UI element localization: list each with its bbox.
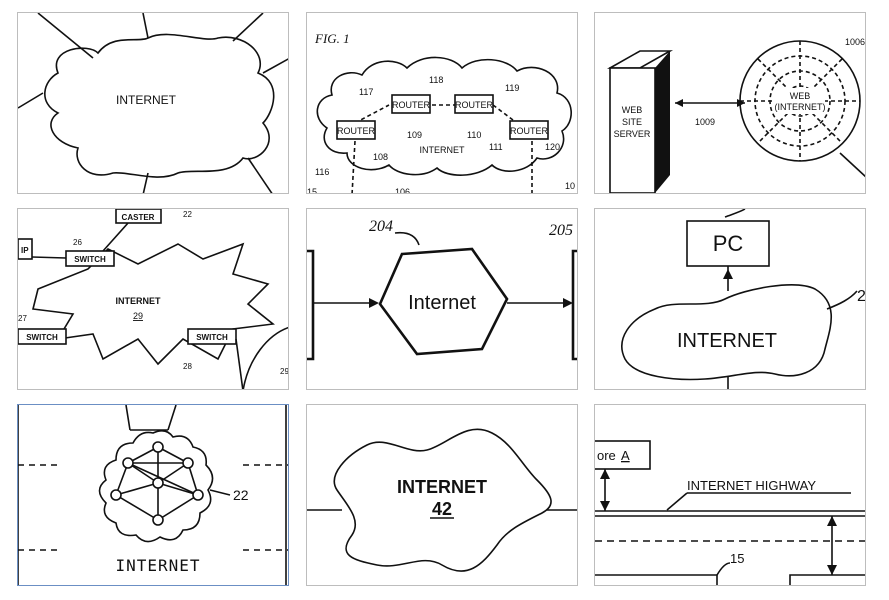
svg-text:INTERNET: INTERNET	[116, 296, 162, 306]
svg-text:ROUTER: ROUTER	[337, 126, 376, 136]
svg-text:29: 29	[280, 367, 289, 376]
svg-text:2: 2	[857, 288, 866, 305]
svg-text:INTERNET HIGHWAY: INTERNET HIGHWAY	[687, 478, 816, 493]
panel-internet-cloud-1: INTERNET	[17, 12, 289, 194]
svg-text:ROUTER: ROUTER	[510, 126, 549, 136]
svg-text:22: 22	[233, 487, 249, 503]
switch-box-2: SWITCH	[18, 328, 67, 345]
svg-text:SWITCH: SWITCH	[196, 333, 228, 342]
caster-box: CASTER	[115, 209, 162, 224]
pc-box: PC	[686, 220, 770, 267]
router-2: ROUTER	[391, 94, 431, 114]
internet-blob	[333, 428, 552, 572]
svg-text:SWITCH: SWITCH	[74, 255, 106, 264]
svg-text:15: 15	[730, 551, 744, 566]
svg-text:INTERNET: INTERNET	[677, 330, 777, 352]
svg-text:205: 205	[549, 222, 573, 239]
svg-text:(INTERNET): (INTERNET)	[775, 102, 826, 112]
svg-text:WEB: WEB	[622, 105, 643, 115]
svg-text:106: 106	[395, 187, 410, 194]
panel-fig1-routers: FIG. 1 ROUTER ROUTER ROUTER ROUTER INTER…	[306, 12, 578, 194]
svg-text:INTERNET: INTERNET	[115, 556, 200, 575]
panel-internet-mesh: 22 INTERNET	[17, 404, 289, 586]
svg-text:26: 26	[73, 238, 82, 247]
panel-switch-network: INTERNET 29 CASTER 22 SWITCH 26 IP SWITC…	[17, 208, 289, 390]
cloud-label: INTERNET	[116, 93, 177, 107]
svg-text:111: 111	[489, 142, 503, 152]
panel-web-site-server: WEB SITE SERVER 1009 WEB (INTERNET) 1006	[594, 12, 866, 194]
svg-text:22: 22	[183, 210, 192, 219]
svg-text:118: 118	[429, 75, 443, 85]
svg-text:1009: 1009	[695, 117, 715, 127]
panel-internet-42: INTERNET 42	[306, 404, 578, 586]
svg-text:A: A	[621, 448, 630, 463]
svg-text:110: 110	[467, 130, 481, 140]
web-circle: WEB (INTERNET)	[739, 40, 861, 162]
panel-pc-internet: PC INTERNET 2	[594, 208, 866, 390]
svg-text:29: 29	[133, 311, 143, 321]
svg-text:120: 120	[545, 142, 560, 152]
svg-text:ROUTER: ROUTER	[455, 100, 494, 110]
svg-text:INTERNET: INTERNET	[397, 477, 487, 497]
internet-cloud	[621, 284, 832, 381]
svg-text:119: 119	[505, 83, 519, 93]
wavy-cloud	[98, 429, 214, 543]
svg-text:1006: 1006	[845, 37, 865, 47]
svg-text:SERVER: SERVER	[614, 129, 651, 139]
internet-starburst	[32, 242, 275, 366]
panel-internet-highway: ore A INTERNET HIGHWAY 15	[594, 404, 866, 586]
internet-cloud	[316, 56, 572, 176]
svg-text:28: 28	[183, 362, 192, 371]
svg-text:116: 116	[315, 167, 329, 177]
svg-text:42: 42	[432, 499, 452, 519]
mesh-network	[110, 441, 204, 526]
svg-text:10: 10	[565, 181, 575, 191]
svg-text:109: 109	[407, 130, 422, 140]
router-1: ROUTER	[336, 120, 376, 140]
internet-cloud	[44, 33, 275, 178]
svg-text:WEB: WEB	[790, 91, 811, 101]
svg-text:15: 15	[307, 187, 317, 194]
server-box: WEB SITE SERVER	[606, 50, 674, 193]
internet-hexagon	[378, 247, 509, 356]
svg-text:108: 108	[373, 152, 388, 162]
cloud-label: INTERNET	[420, 145, 466, 155]
svg-text:117: 117	[359, 87, 373, 97]
panel-internet-hexagon: 204 205 Internet	[306, 208, 578, 390]
svg-text:204: 204	[369, 218, 393, 235]
fig-label: FIG. 1	[314, 31, 350, 46]
reference-numbers: 117 118 119 109 110 108 111 120 116 106 …	[307, 75, 575, 194]
svg-text:SITE: SITE	[622, 117, 642, 127]
router-4: ROUTER	[509, 120, 549, 140]
svg-text:PC: PC	[713, 231, 744, 256]
switch-box-3: SWITCH	[187, 328, 237, 345]
svg-text:Internet: Internet	[408, 292, 476, 314]
svg-text:ore: ore	[597, 448, 616, 463]
svg-text:ROUTER: ROUTER	[392, 100, 431, 110]
svg-text:SWITCH: SWITCH	[26, 333, 58, 342]
switch-box-1: SWITCH	[65, 250, 115, 267]
router-3: ROUTER	[454, 94, 494, 114]
svg-text:27: 27	[18, 314, 27, 323]
ip-box: IP	[18, 238, 33, 260]
svg-text:CASTER: CASTER	[122, 213, 155, 222]
svg-text:IP: IP	[21, 246, 29, 255]
store-box: ore A	[595, 440, 651, 470]
